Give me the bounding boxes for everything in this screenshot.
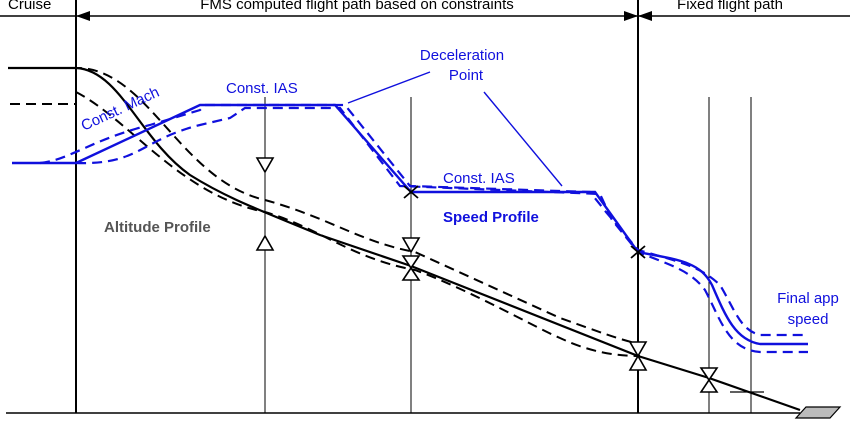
altitude-profile-dashed-lower <box>75 91 641 357</box>
label-speed-profile: Speed Profile <box>443 209 539 226</box>
altitude-profile-dashed-upper <box>8 67 641 345</box>
constraint-triangle-down-4 <box>628 341 648 358</box>
label-deceleration-point: Point <box>449 67 484 84</box>
header-arrow-left <box>76 11 90 21</box>
label-final-app: Final app <box>777 290 839 307</box>
decel-leader-2 <box>483 91 563 187</box>
constraint-triangle-up-1 <box>255 234 275 251</box>
constraint-triangle-up-2 <box>401 266 421 281</box>
constraint-triangle-up-4 <box>699 378 719 393</box>
decel-leader-1 <box>347 71 431 104</box>
constraint-triangle-down-2 <box>401 237 421 254</box>
speed-profile-dashed-upper <box>39 103 808 337</box>
label-const-ias-2: Const. IAS <box>443 170 515 187</box>
label-final-speed: speed <box>788 311 829 328</box>
crossing-mark-1 <box>403 185 419 199</box>
crossing-mark-2 <box>630 245 646 259</box>
label-deceleration: Deceleration <box>420 47 504 64</box>
constraint-triangle-down-1 <box>255 157 275 174</box>
constraint-triangle-up-3 <box>628 354 648 371</box>
speed-profile-solid <box>12 103 808 346</box>
runway-icon <box>794 406 842 419</box>
header-fms: FMS computed flight path based on constr… <box>200 0 514 13</box>
constraint-triangle-down-5 <box>699 367 719 382</box>
label-const-mach: Const. Mach <box>79 84 162 135</box>
altitude-profile-solid <box>8 66 801 412</box>
altitude-profile-dashed-start <box>10 92 77 105</box>
constraint-triangle-down-3 <box>401 255 421 270</box>
label-altitude-profile: Altitude Profile <box>104 219 211 236</box>
header-arrow-mid-right <box>638 11 652 21</box>
header-arrow-mid-left <box>624 11 638 21</box>
header-fixed: Fixed flight path <box>677 0 783 13</box>
label-const-ias-1: Const. IAS <box>226 80 298 97</box>
header-cruise: Cruise <box>8 0 51 13</box>
